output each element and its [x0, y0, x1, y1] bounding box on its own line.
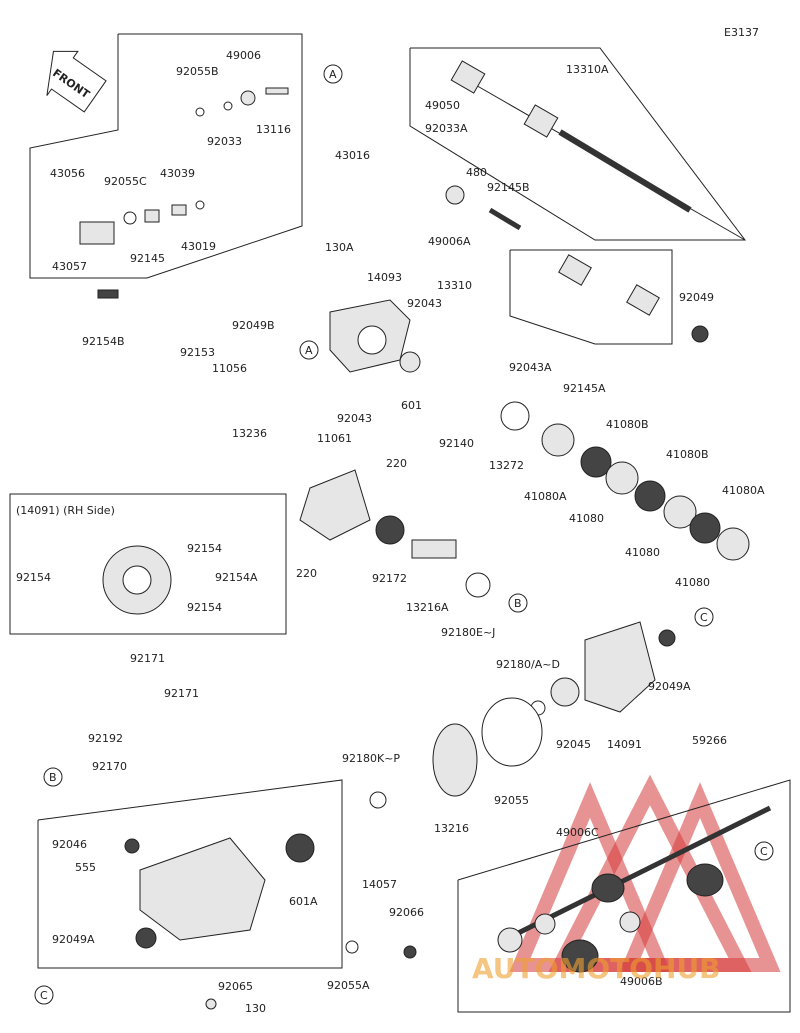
marker-c-2: C	[760, 845, 768, 858]
callout: 43016	[335, 149, 370, 162]
callout: 43039	[160, 167, 195, 180]
callout: 601A	[289, 895, 318, 908]
callout: 14057	[362, 878, 397, 891]
callout: 220	[296, 567, 317, 580]
callout: 49006B	[620, 975, 663, 988]
marker-a-2: A	[305, 344, 313, 357]
callout: 49050	[425, 99, 460, 112]
callout: 14091	[607, 738, 642, 751]
parts-top-left	[79, 87, 289, 299]
callout: 92055A	[327, 979, 370, 992]
callout: 92045	[556, 738, 591, 751]
callout: 92145B	[487, 181, 530, 194]
callout: 92145	[130, 252, 165, 265]
callout: 41080	[625, 546, 660, 559]
callout: 92043A	[509, 361, 552, 374]
callout: 92180E~J	[441, 626, 495, 639]
callout: 92043	[337, 412, 372, 425]
callout: 41080A	[524, 490, 567, 503]
callout: 49006C	[556, 826, 599, 839]
callout: 92172	[372, 572, 407, 585]
cv-shaft-assembly	[497, 805, 772, 973]
callout: 92140	[439, 437, 474, 450]
marker-a-1: A	[329, 68, 337, 81]
callout: 41080B	[606, 418, 649, 431]
circle-markers: A A B B C C C	[34, 64, 774, 1005]
callout: 555	[75, 861, 96, 874]
callout: 13116	[256, 123, 291, 136]
rh-side-title: (14091) (RH Side)	[16, 504, 115, 517]
callout: 92055C	[104, 175, 147, 188]
callout: 92153	[180, 346, 215, 359]
callout: 92192	[88, 732, 123, 745]
callout: 13216A	[406, 601, 449, 614]
callout: 92154	[187, 601, 222, 614]
callout: 92055B	[176, 65, 219, 78]
callout: 92171	[130, 652, 165, 665]
diagram-code: E3137	[724, 26, 759, 39]
callout: 92049B	[232, 319, 275, 332]
marker-b-1: B	[514, 597, 522, 610]
callout: 59266	[692, 734, 727, 747]
callout: 92066	[389, 906, 424, 919]
callout: 49006	[226, 49, 261, 62]
rh-side-label: (14091) (RH Side)	[16, 504, 115, 517]
callout: 92154B	[82, 335, 125, 348]
callout: 92171	[164, 687, 199, 700]
callout: 92043	[407, 297, 442, 310]
callout: 13310A	[566, 63, 609, 76]
center-parts	[102, 299, 750, 615]
marker-c-1: C	[700, 611, 708, 624]
marker-b-2: B	[49, 771, 57, 784]
callout: 13272	[489, 459, 524, 472]
callout: 41080B	[666, 448, 709, 461]
callout: 92154A	[215, 571, 258, 584]
callout: 601	[401, 399, 422, 412]
callout: 130A	[325, 241, 354, 254]
callout: 14093	[367, 271, 402, 284]
callout: 43019	[181, 240, 216, 253]
callout: 41080	[675, 576, 710, 589]
callout: 92065	[218, 980, 253, 993]
callout: 480	[466, 166, 487, 179]
callout: 41080	[569, 512, 604, 525]
callout: 92180/A~D	[496, 658, 560, 671]
callout: 92154	[187, 542, 222, 555]
callout: 11056	[212, 362, 247, 375]
group-frames	[9, 33, 791, 1013]
lower-parts	[124, 621, 676, 1010]
watermark-text: AUTOMOTOHUB	[472, 952, 721, 985]
callout: 92049	[679, 291, 714, 304]
callout: 13236	[232, 427, 267, 440]
callout: 92033	[207, 135, 242, 148]
front-arrow: FRONT	[46, 50, 107, 113]
callout: 92154	[16, 571, 51, 584]
callout: 49006A	[428, 235, 471, 248]
marker-c-3: C	[40, 989, 48, 1002]
drive-shaft-top	[445, 60, 746, 343]
callout: 41080A	[722, 484, 765, 497]
callout: 13216	[434, 822, 469, 835]
callout: 92049A	[648, 680, 691, 693]
callout-labels: 92055B 49006 13116 92033 43016 43056 920…	[16, 49, 765, 1015]
callout: 43057	[52, 260, 87, 273]
callout: 13310	[437, 279, 472, 292]
callout: 92033A	[425, 122, 468, 135]
callout: 43056	[50, 167, 85, 180]
callout: 92145A	[563, 382, 606, 395]
callout: 92170	[92, 760, 127, 773]
callout: 11061	[317, 432, 352, 445]
callout: 220	[386, 457, 407, 470]
callout: 92046	[52, 838, 87, 851]
callout: 92180K~P	[342, 752, 400, 765]
callout: 92049A	[52, 933, 95, 946]
watermark-logo	[509, 774, 781, 972]
callout: 92055	[494, 794, 529, 807]
callout: 130	[245, 1002, 266, 1015]
